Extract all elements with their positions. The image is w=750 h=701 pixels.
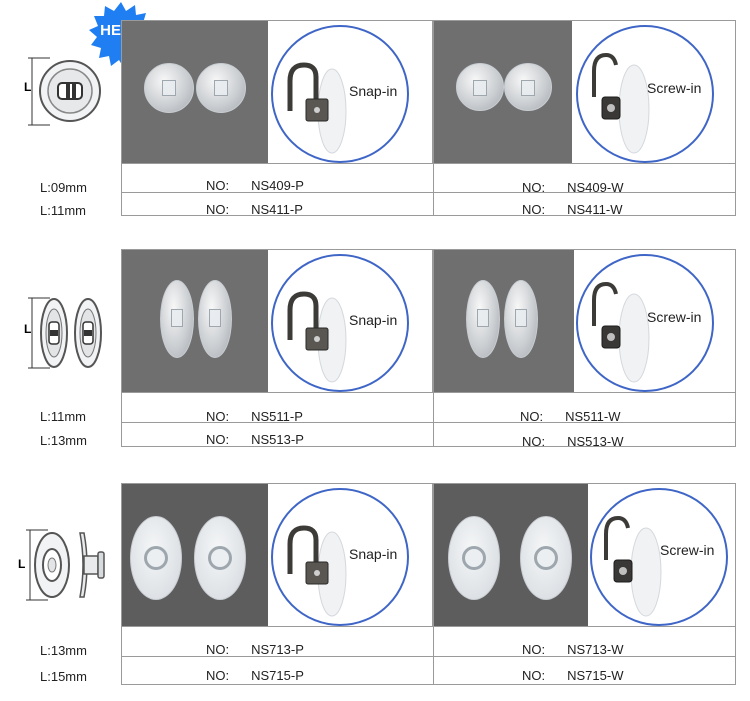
detail-circle [576, 254, 714, 392]
size-label: L:09mm [40, 180, 87, 195]
snap-in-hardware-image [287, 291, 347, 383]
part-number: NO:NS713-P [206, 642, 304, 657]
detail-circle [271, 25, 409, 163]
size-label: L:11mm [40, 409, 86, 424]
product-photo [434, 250, 574, 392]
product-photo [434, 21, 572, 163]
dimension-label: L [18, 557, 26, 571]
type-label: Screw-in [647, 309, 702, 325]
pad-diagram-round [28, 57, 101, 126]
part-number: NO:NS511-W [520, 409, 621, 424]
detail-circle [590, 488, 728, 626]
size-label: L:15mm [40, 669, 87, 684]
dimension-label: L [24, 80, 32, 94]
type-label: Snap-in [349, 312, 398, 328]
size-label: L:11mm [40, 203, 86, 218]
type-label: Snap-in [349, 83, 398, 99]
detail-circle [576, 25, 714, 163]
size-label: L:13mm [40, 643, 87, 658]
product-photo [122, 21, 268, 163]
part-number: NO:NS513-W [522, 434, 624, 449]
snap-in-hardware-image [287, 525, 347, 617]
part-number: NO:NS713-W [522, 642, 624, 657]
detail-circle [271, 254, 409, 392]
part-number: NO:NS513-P [206, 432, 304, 447]
snap-in-panel: Snap-in [121, 249, 433, 393]
screw-in-panel: Screw-in [433, 249, 736, 393]
dimension-label: L [24, 322, 32, 336]
part-number: NO:NS409-P [206, 178, 304, 193]
part-number: NO:NS411-P [206, 202, 303, 217]
part-number: NO:NS715-W [522, 668, 624, 683]
type-label: Screw-in [647, 80, 702, 96]
screw-in-panel: Screw-in [433, 20, 736, 164]
part-number: NO:NS511-P [206, 409, 303, 424]
screw-in-hardware-image [592, 52, 650, 154]
screw-in-hardware-image [592, 281, 650, 383]
part-number: NO:NS715-P [206, 668, 304, 683]
type-label: Screw-in [660, 542, 715, 558]
detail-circle [271, 488, 409, 626]
type-label: Snap-in [349, 546, 398, 562]
part-number: NO:NS409-W [522, 180, 624, 195]
product-photo [434, 484, 588, 626]
product-photo [122, 484, 268, 626]
screw-in-hardware-image [604, 515, 662, 617]
part-number: NO:NS411-W [522, 202, 623, 217]
snap-in-panel: Snap-in [121, 483, 433, 627]
snap-in-hardware-image [287, 62, 347, 154]
screw-in-panel: Screw-in [433, 483, 736, 627]
pad-diagram-large-round [26, 529, 105, 601]
snap-in-panel: Snap-in [121, 20, 433, 164]
pad-diagram-oval [28, 297, 102, 369]
size-label: L:13mm [40, 433, 87, 448]
product-photo [122, 250, 268, 392]
